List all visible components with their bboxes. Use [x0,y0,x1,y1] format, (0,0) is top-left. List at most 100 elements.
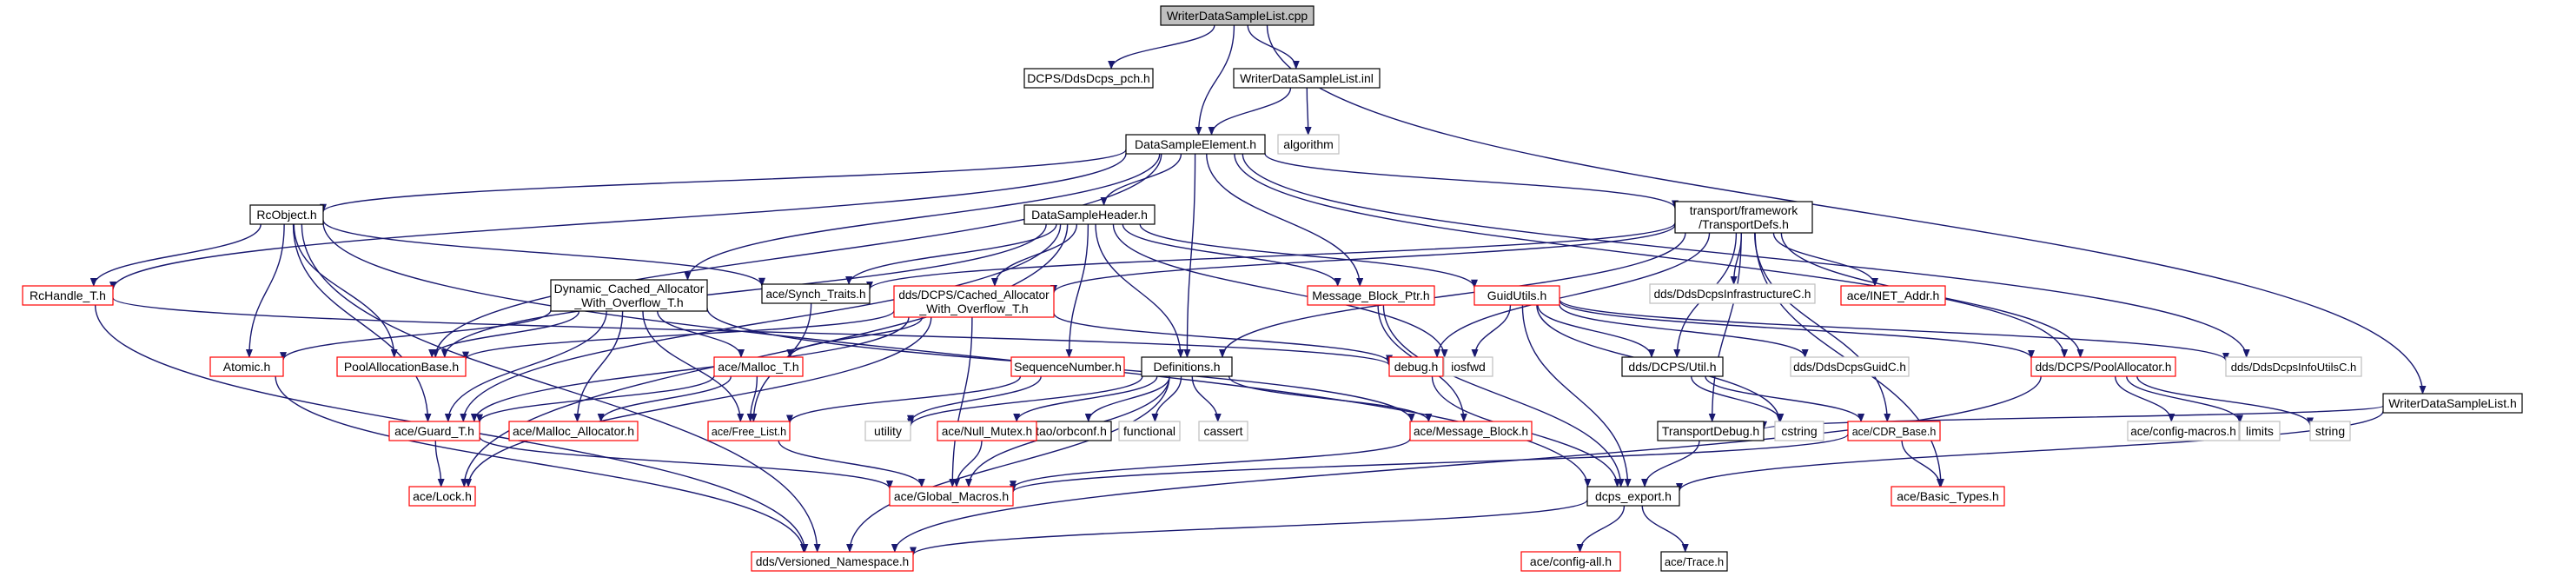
node-lock[interactable]: ace/Lock.h [408,486,476,507]
node-trace[interactable]: ace/Trace.h [1660,551,1728,572]
node-malloc_t[interactable]: ace/Malloc_T.h [713,356,804,377]
node-label-transportdebug: TransportDebug.h [1662,424,1759,438]
edge-dcps_cached-to-poolalloc [462,310,895,361]
node-free_list[interactable]: ace/Free_List.h [707,421,791,441]
node-pallocator[interactable]: dds/DCPS/PoolAllocator.h [2030,356,2176,377]
node-orbconf[interactable]: tao/orbconf.h [1030,421,1112,441]
node-guidutils[interactable]: GuidUtils.h [1473,285,1560,306]
node-label-malloc_alloc: ace/Malloc_Allocator.h [513,424,634,438]
node-box-cassert [1198,421,1248,441]
edge-seqnum-to-utility [907,375,1042,424]
node-label-functional: functional [1123,424,1175,438]
node-utility[interactable]: utility [864,421,911,441]
node-box-basic_types [1891,486,2005,507]
edge-transportdefs-to-definitions [1219,232,1686,358]
node-iosfwd[interactable]: iosfwd [1443,356,1493,377]
node-dsh[interactable]: DataSampleHeader.h [1023,204,1156,225]
node-null_mutex[interactable]: ace/Null_Mutex.h [937,421,1037,441]
node-synch[interactable]: ace/Synch_Traits.h [761,283,871,304]
node-box-malloc_alloc [508,421,639,441]
node-infoutilsc[interactable]: dds/DdsDcpsInfoUtilsC.h [2225,356,2362,377]
node-infrac[interactable]: dds/DdsDcpsInfrastructureC.h [1649,283,1816,304]
node-versioned_ns[interactable]: dds/Versioned_Namespace.h [751,551,914,572]
node-dcaw[interactable]: Dynamic_Cached_Allocator_With_Overflow_T… [550,279,708,312]
node-box-root [1160,5,1314,26]
node-box-pallocator [2030,356,2176,377]
node-box-infrac [1649,283,1816,304]
node-cdr_base[interactable]: ace/CDR_Base.h [1847,421,1941,441]
edge-util-to-cstring [1691,375,1785,422]
edge-dsh-to-poolalloc [440,223,1047,358]
edge-dsh-to-mbptr [1122,223,1341,287]
edge-dse-to-dsh [1100,153,1182,206]
node-mbptr[interactable]: Message_Block_Ptr.h [1307,285,1435,306]
node-box-dcps_export [1586,486,1680,507]
node-label-dsh: DataSampleHeader.h [1031,208,1148,222]
edge-guidutils-to-infoutilsc [1559,299,2229,361]
node-label-global_macros: ace/Global_Macros.h [894,489,1009,503]
node-util[interactable]: dds/DCPS/Util.h [1621,356,1724,377]
edge-guard-to-global_macros [479,436,893,490]
edge-root-to-wdsl_inl [1247,24,1300,70]
edge-dcps_export-to-config_all [1576,505,1626,553]
node-box-guidutils [1473,285,1560,306]
node-box-iosfwd [1443,356,1493,377]
node-dcps_export[interactable]: dcps_export.h [1586,486,1680,507]
node-poolalloc[interactable]: PoolAllocationBase.h [336,356,467,377]
edge-free_list-to-global_macros [778,440,925,487]
node-root[interactable]: WriterDataSampleList.cpp [1160,5,1314,26]
node-basic_types[interactable]: ace/Basic_Types.h [1891,486,2005,507]
node-ddsdcps_pch[interactable]: DCPS/DdsDcps_pch.h [1023,68,1154,89]
node-rchandle[interactable]: RcHandle_T.h [22,285,114,306]
edge-definitions-to-versioned_ns [846,375,1170,553]
node-box-limits [2239,421,2281,441]
node-transportdebug[interactable]: TransportDebug.h [1657,421,1765,441]
node-label-infrac: dds/DdsDcpsInfrastructureC.h [1654,288,1811,301]
edge-dsh-to-definitions [1095,223,1184,358]
node-label-inetaddr: ace/INET_Addr.h [1847,288,1940,302]
node-wdsl_h[interactable]: WriterDataSampleList.h [2382,393,2523,414]
node-string[interactable]: string [2309,421,2351,441]
node-box-dcps_cached [893,285,1055,318]
node-seqnum[interactable]: SequenceNumber.h [1010,356,1125,377]
node-dse[interactable]: DataSampleElement.h [1125,134,1266,155]
node-definitions[interactable]: Definitions.h [1141,356,1233,377]
node-label-basic_types: ace/Basic_Types.h [1897,489,1999,503]
node-guidc[interactable]: dds/DdsDcpsGuidC.h [1790,356,1910,377]
node-guard[interactable]: ace/Guard_T.h [388,421,480,441]
node-box-ddsdcps_pch [1023,68,1154,89]
node-box-infoutilsc [2225,356,2362,377]
edge-dse-to-transportdefs [1264,153,1679,209]
edge-rcobject-to-dcps_export [322,222,1592,487]
node-wdsl_inl[interactable]: WriterDataSampleList.inl [1233,68,1381,89]
edge-dse-to-dcaw [684,153,1161,281]
node-cstring[interactable]: cstring [1774,421,1824,441]
edge-guidutils-to-util [1537,304,1655,358]
nodes: WriterDataSampleList.cppDCPS/DdsDcps_pch… [22,5,2523,572]
node-label-dcaw-0: Dynamic_Cached_Allocator [554,282,705,295]
edge-null_mutex-to-global_macros [953,440,983,487]
edge-malloc_t-to-malloc_alloc [597,375,732,422]
node-box-inetaddr [1840,285,1946,306]
edge-dse-to-rchandle [109,153,1127,291]
node-global_macros[interactable]: ace/Global_Macros.h [889,486,1014,507]
node-functional[interactable]: functional [1118,421,1181,441]
node-inetaddr[interactable]: ace/INET_Addr.h [1840,285,1946,306]
node-label-limits: limits [2246,424,2274,438]
node-config_all[interactable]: ace/config-all.h [1520,551,1621,572]
node-config_macros[interactable]: ace/config-macros.h [2127,421,2240,441]
node-algorithm[interactable]: algorithm [1277,134,1340,155]
node-label-free_list: ace/Free_List.h [712,426,786,438]
edge-guidutils-to-pallocator [1559,300,2035,359]
node-debug[interactable]: debug.h [1388,356,1444,377]
node-message_block[interactable]: ace/Message_Block.h [1409,421,1533,441]
node-atomic[interactable]: Atomic.h [209,356,284,377]
node-label-wdsl_inl: WriterDataSampleList.inl [1240,71,1374,85]
node-label-utility: utility [874,424,902,438]
node-dcps_cached[interactable]: dds/DCPS/Cached_Allocator_With_Overflow_… [893,285,1055,318]
node-rcobject[interactable]: RcObject.h [249,204,324,225]
node-transportdefs[interactable]: transport/framework/TransportDefs.h [1674,201,1813,234]
node-malloc_alloc[interactable]: ace/Malloc_Allocator.h [508,421,639,441]
node-limits[interactable]: limits [2239,421,2281,441]
node-cassert[interactable]: cassert [1198,421,1248,441]
